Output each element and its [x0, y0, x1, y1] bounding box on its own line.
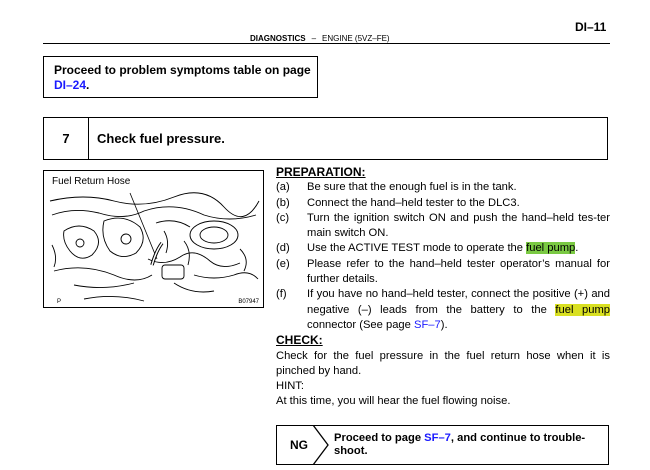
prep-item-b: (b) Connect the hand–held tester to the …: [276, 196, 610, 211]
notice-box: Proceed to problem symptoms table on pag…: [43, 56, 318, 98]
highlighted-term: fuel pump: [526, 242, 576, 255]
notice-text: Proceed to problem symptoms table on pag…: [54, 63, 311, 77]
header-rule: [43, 43, 610, 44]
preparation-heading: PREPARATION:: [276, 165, 366, 179]
item-text-middle: connector (See page: [307, 318, 414, 331]
section-title: DIAGNOSTICS: [250, 34, 306, 43]
ng-result-box: NG Proceed to page SF–7, and continue to…: [276, 425, 609, 465]
figure-corner-letter: P: [57, 299, 62, 305]
prep-item-a: (a) Be sure that the enough fuel is in t…: [276, 180, 610, 195]
item-text-start: If you have no hand–held tester, connect…: [307, 288, 610, 316]
engine-drawing: [49, 192, 260, 302]
step-number: 7: [44, 118, 89, 159]
item-text: Turn the ignition switch ON and push the…: [307, 211, 610, 240]
item-text: Be sure that the enough fuel is in the t…: [307, 181, 517, 194]
item-text: Connect the hand–held tester to the DLC3…: [307, 196, 520, 209]
fuel-return-hose-illustration: Fuel Return Hose P B07947: [43, 170, 264, 308]
ng-text-start: Proceed to page: [334, 432, 425, 444]
item-label: (a): [276, 181, 290, 194]
item-label: (c): [276, 211, 290, 224]
ng-page-link[interactable]: SF–7: [424, 432, 451, 444]
highlighted-term: fuel pump: [555, 303, 610, 316]
prep-item-d: (d) Use the ACTIVE TEST mode to operate …: [276, 241, 610, 256]
item-text: If you have no hand–held tester, connect…: [307, 287, 610, 333]
chevron-right-icon: [312, 425, 329, 465]
prep-item-e: (e) Please refer to the hand–held tester…: [276, 257, 610, 288]
notice-suffix: .: [86, 78, 90, 92]
item-text: Please refer to the hand–held tester ope…: [307, 257, 610, 286]
ng-text-end: , and continue to trouble-shoot.: [334, 432, 586, 457]
item-text-end: .: [575, 242, 579, 255]
page-number: DI–11: [575, 20, 607, 34]
sf7-page-link[interactable]: SF–7: [413, 318, 441, 331]
header-separator: –: [311, 34, 317, 43]
item-label: (e): [276, 257, 290, 270]
prep-item-c: (c) Turn the ignition switch ON and push…: [276, 211, 610, 242]
figure-label: Fuel Return Hose: [52, 176, 131, 187]
check-heading: CHECK:: [276, 333, 323, 348]
hint-label: HINT:: [276, 380, 304, 393]
prep-item-f: (f) If you have no hand–held tester, con…: [276, 287, 610, 333]
step-header: 7 Check fuel pressure.: [43, 117, 608, 160]
item-text-start: Use the ACTIVE TEST mode to operate the: [307, 242, 527, 255]
hint-text: At this time, you will hear the fuel flo…: [276, 395, 511, 408]
notice-page-link[interactable]: DI–24: [54, 78, 87, 92]
step-title: Check fuel pressure.: [97, 131, 225, 146]
item-label: (b): [276, 196, 290, 209]
running-header: DIAGNOSTICS–ENGINE (5VZ–FE): [250, 34, 390, 43]
item-text: Use the ACTIVE TEST mode to operate the …: [307, 241, 610, 256]
item-text-end: ).: [440, 318, 448, 331]
ng-instruction: Proceed to page SF–7, and continue to tr…: [334, 432, 604, 458]
figure-code: B07947: [238, 299, 259, 305]
procedure-content: PREPARATION: (a) Be sure that the enough…: [276, 165, 610, 410]
item-label: (f): [276, 288, 287, 301]
item-label: (d): [276, 242, 290, 255]
ng-label: NG: [290, 438, 308, 452]
subsection-title: ENGINE (5VZ–FE): [322, 34, 390, 43]
check-text: Check for the fuel pressure in the fuel …: [276, 349, 610, 377]
